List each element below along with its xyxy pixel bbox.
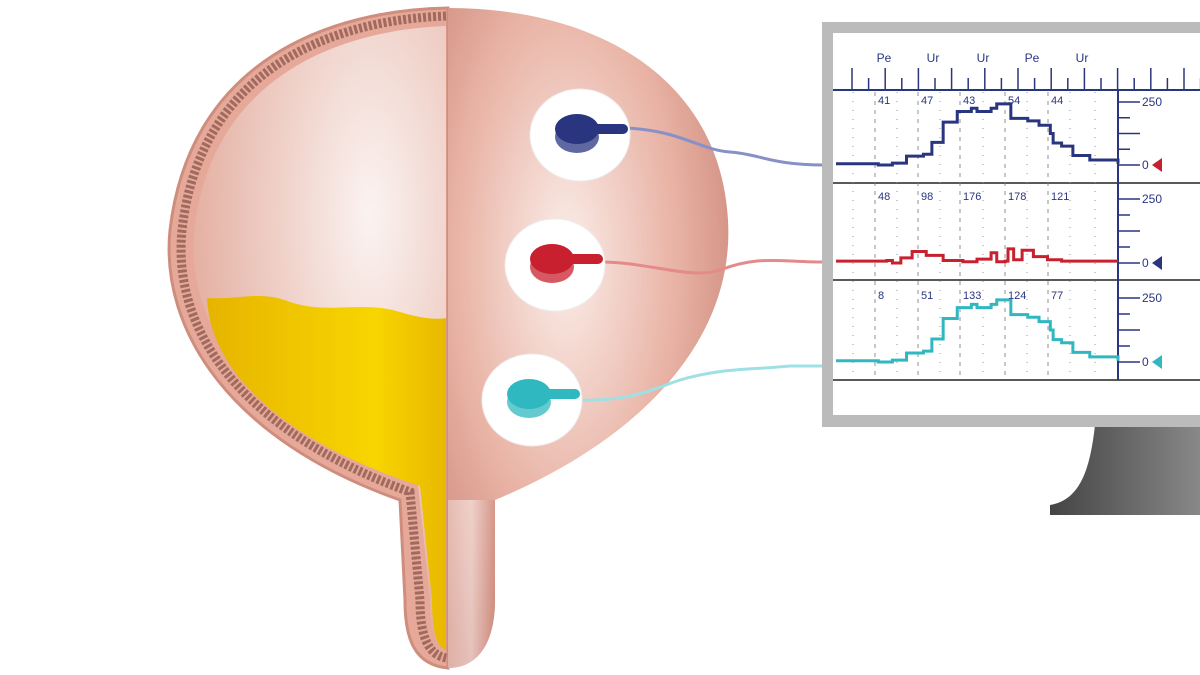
panel-value: 121 <box>1051 191 1069 203</box>
trace-panel-3: 8 51 133 124 77 250 0 <box>836 290 1162 369</box>
panel-value: 77 <box>1051 290 1063 302</box>
zero-marker-icon <box>1152 256 1162 270</box>
electrode-2 <box>504 218 606 312</box>
panel-value: 8 <box>878 290 884 302</box>
zero-marker-icon <box>1152 158 1162 172</box>
scale-min-label: 0 <box>1142 256 1149 270</box>
panel-value: 47 <box>921 95 933 107</box>
top-axis-label: Ur <box>1076 51 1089 65</box>
bladder-exterior <box>448 8 729 668</box>
trace-line <box>836 298 1120 364</box>
wires <box>574 126 826 402</box>
electrode-button <box>555 114 599 144</box>
zero-marker-icon <box>1152 355 1162 369</box>
wire-2 <box>599 258 826 275</box>
panel-value: 133 <box>963 290 981 302</box>
panel-value: 44 <box>1051 95 1063 107</box>
trace-line <box>836 247 1118 265</box>
panel-value: 41 <box>878 95 890 107</box>
top-axis-label: Pe <box>877 51 892 65</box>
scale-max-label: 250 <box>1142 291 1162 305</box>
wire-3 <box>574 364 825 402</box>
top-axis-label: Ur <box>977 51 990 65</box>
electrode-button <box>530 244 574 274</box>
electrode-1 <box>529 88 631 182</box>
panel-value: 43 <box>963 95 975 107</box>
trace-panel-1: 41 47 43 54 44 250 0 <box>836 95 1162 172</box>
panel-value: 178 <box>1008 191 1026 203</box>
monitor-stand <box>1050 425 1200 515</box>
monitor: Pe Ur Ur Pe Ur 41 47 43 54 44 250 0 48 98 176 178 121 250… <box>822 22 1200 515</box>
bladder-cutaway <box>167 6 450 670</box>
trace-line <box>836 102 1120 167</box>
wire-1 <box>624 126 826 167</box>
panel-value: 51 <box>921 290 933 302</box>
trace-panel-2: 48 98 176 178 121 250 0 <box>836 191 1162 270</box>
panel-value: 54 <box>1008 95 1020 107</box>
scale-max-label: 250 <box>1142 95 1162 109</box>
electrode-3 <box>481 353 583 447</box>
top-axis-label: Pe <box>1025 51 1040 65</box>
scale-min-label: 0 <box>1142 355 1149 369</box>
top-axis-label: Ur <box>927 51 940 65</box>
panel-value: 98 <box>921 191 933 203</box>
panel-value: 48 <box>878 191 890 203</box>
monitor-screen <box>833 33 1200 415</box>
electrodes <box>481 88 631 447</box>
scale-min-label: 0 <box>1142 158 1149 172</box>
electrode-button <box>507 379 551 409</box>
panel-value: 124 <box>1008 290 1026 302</box>
scale-max-label: 250 <box>1142 192 1162 206</box>
urine <box>207 295 446 650</box>
panel-value: 176 <box>963 191 981 203</box>
